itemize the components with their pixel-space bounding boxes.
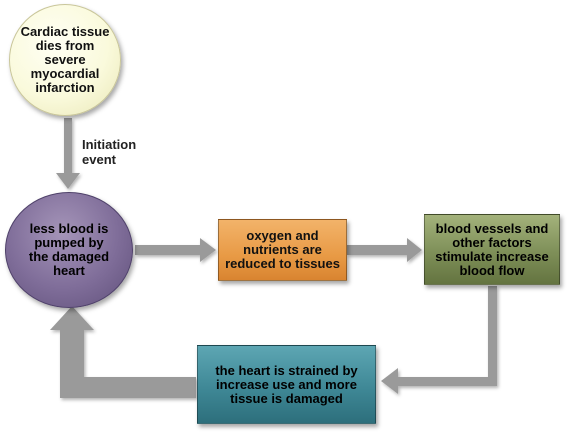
node-initial-event-text: Cardiac tissue dies from severe myocardi… (20, 24, 110, 95)
arrow-start-to-damaged (56, 118, 80, 189)
node-damaged-heart-text: less blood is pumped by the damaged hear… (28, 221, 110, 278)
initiation-label-line1: Initiation (82, 137, 137, 152)
arrow-strained-to-damaged (50, 306, 196, 398)
node-heart-strained: the heart is strained by increase use an… (197, 345, 376, 424)
arrow-oxygen-to-vessels (347, 238, 422, 262)
arrow-vessels-to-strained (381, 286, 497, 394)
node-oxygen-reduced-text: oxygen and nutrients are reduced to tiss… (225, 228, 340, 271)
node-initial-event: Cardiac tissue dies from severe myocardi… (9, 4, 121, 116)
node-blood-vessels: blood vessels and other factors stimulat… (424, 214, 560, 285)
node-oxygen-reduced: oxygen and nutrients are reduced to tiss… (218, 219, 347, 281)
node-heart-strained-text: the heart is strained by increase use an… (215, 362, 358, 406)
arrow-damaged-to-oxygen (135, 238, 216, 262)
node-blood-vessels-text: blood vessels and other factors stimulat… (435, 220, 549, 278)
initiation-label-line2: event (82, 152, 116, 167)
initiation-event-label: Initiation event (82, 137, 136, 167)
node-damaged-heart: less blood is pumped by the damaged hear… (5, 192, 133, 308)
